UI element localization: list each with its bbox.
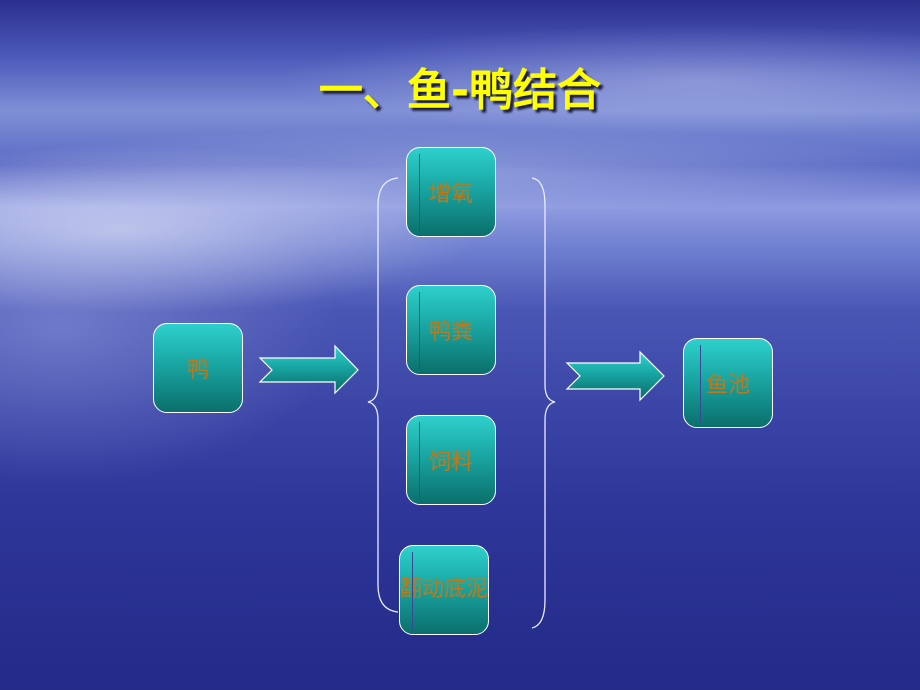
arrow-duck-to-effects	[258, 344, 359, 395]
node-feed: 饲料	[406, 415, 496, 505]
node-oxygenation: 增氧	[406, 147, 496, 237]
node-fish-pond-label: 鱼池	[705, 373, 750, 398]
box-edge-line	[419, 292, 420, 370]
left-brace	[367, 177, 399, 613]
arrow-effects-to-pond	[565, 350, 665, 402]
node-stir-sediment-label: 翻动底泥	[400, 577, 489, 602]
node-duck-label: 鸭	[186, 358, 209, 383]
node-stir-sediment: 翻动底泥	[399, 545, 489, 635]
box-edge-line	[700, 345, 701, 423]
node-fish-pond: 鱼池	[683, 338, 773, 428]
node-duck-manure-label: 鸭粪	[428, 320, 473, 345]
box-edge-line	[419, 422, 420, 500]
box-edge-line	[419, 154, 420, 232]
node-oxygenation-label: 增氧	[428, 182, 473, 207]
box-edge-line	[412, 552, 413, 630]
right-brace	[531, 177, 556, 629]
node-duck-manure: 鸭粪	[406, 285, 496, 375]
node-duck: 鸭	[153, 323, 243, 413]
slide-title: 一、鱼-鸭结合	[318, 65, 602, 116]
node-feed-label: 饲料	[428, 450, 473, 475]
